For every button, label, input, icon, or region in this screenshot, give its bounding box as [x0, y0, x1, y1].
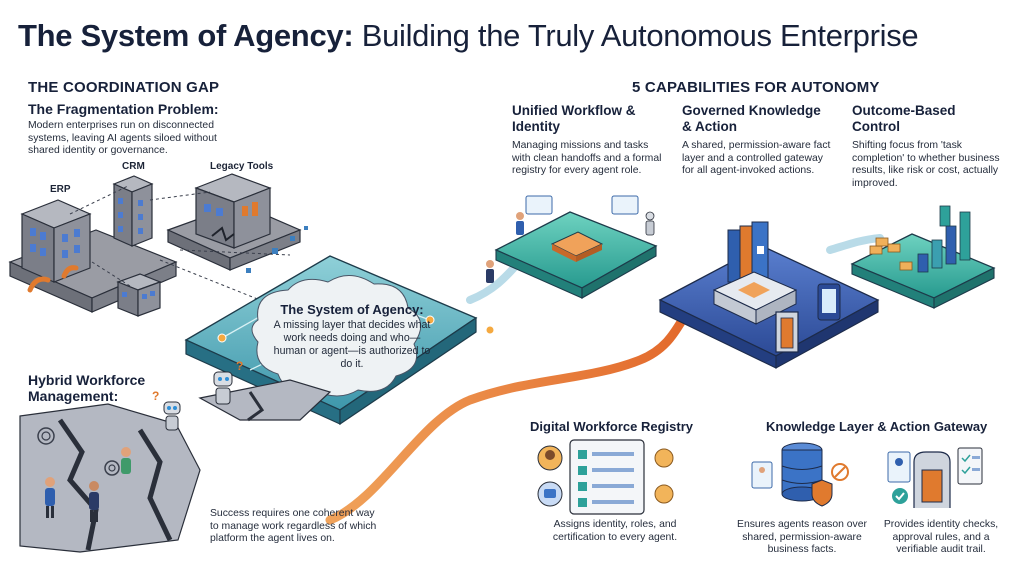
unified-workflow-platform-illustration	[486, 195, 658, 299]
title-bold-part: The System of Agency:	[18, 18, 354, 53]
agency-platform-illustration	[184, 255, 495, 426]
agency-title: The System of Agency:	[280, 302, 424, 317]
svg-text:?: ?	[152, 389, 159, 403]
fragmentation-text: Modern enterprises run on disconnected s…	[28, 120, 217, 157]
capability-unified-workflow: Unified Workflow & Identity Managing mis…	[512, 103, 662, 178]
agency-callout: The System of Agency: A missing layer th…	[272, 302, 432, 371]
human-worker-icon	[121, 447, 131, 474]
ai-agent-robot-icon	[213, 371, 233, 405]
action-text: Provides identity checks, approval rules…	[883, 519, 999, 556]
capability-text: Managing missions and tasks with clean h…	[512, 140, 662, 177]
title-rest-part: Building the Truly Autonomous Enterprise	[361, 18, 919, 53]
governed-knowledge-platform-illustration	[658, 221, 880, 369]
knowledge-text: Ensures agents reason over shared, permi…	[737, 519, 867, 556]
erp-building-icon	[20, 199, 92, 293]
fragmentation-title: The Fragmentation Problem:	[28, 101, 219, 117]
coordination-gap-heading: THE COORDINATION GAP	[28, 79, 220, 96]
legacy-tools-label: Legacy Tools	[210, 161, 274, 172]
ai-agent-robot-icon: ?	[152, 389, 181, 431]
capability-outcome-control: Outcome-Based Control Shifting focus fro…	[852, 103, 1002, 190]
small-system-building-icon	[116, 273, 162, 317]
crm-building-icon	[112, 175, 154, 247]
gateway-title: Knowledge Layer & Action Gateway	[766, 419, 988, 434]
capability-governed-knowledge: Governed Knowledge & Action A shared, pe…	[682, 103, 832, 178]
capability-title: Governed Knowledge & Action	[682, 103, 821, 134]
workflow-path	[325, 295, 705, 525]
capability-title: Unified Workflow & Identity	[512, 103, 636, 134]
agency-text: A missing layer that decides what work n…	[273, 319, 431, 370]
legacy-systems-illustration	[8, 173, 308, 317]
registry-title: Digital Workforce Registry	[530, 419, 694, 434]
capability-title: Outcome-Based Control	[852, 103, 956, 134]
knowledge-layer-illustration	[751, 442, 849, 507]
page-title: The System of Agency: Building the Truly…	[18, 18, 1008, 62]
registry-illustration	[537, 439, 674, 515]
action-gateway-illustration	[887, 447, 983, 508]
outcome-platform-illustration	[850, 205, 996, 309]
hybrid-workforce-illustration: ? ?	[19, 359, 332, 553]
registry-text: Assigns identity, roles, and certificati…	[552, 519, 678, 543]
svg-text:?: ?	[236, 359, 243, 373]
crm-label: CRM	[122, 161, 145, 172]
legacy-tools-building-icon	[194, 173, 272, 249]
human-worker-icon	[45, 477, 55, 518]
capability-text: Shifting focus from 'task completion' to…	[852, 140, 1000, 189]
hybrid-workforce-title: Hybrid Workforce Management:	[28, 372, 146, 404]
capability-text: A shared, permission-aware fact layer an…	[682, 140, 831, 177]
human-worker-icon	[89, 481, 99, 522]
success-text: Success requires one coherent way to man…	[210, 508, 377, 545]
capabilities-heading: 5 CAPABILITIES FOR AUTONOMY	[632, 79, 880, 96]
erp-label: ERP	[50, 184, 71, 195]
